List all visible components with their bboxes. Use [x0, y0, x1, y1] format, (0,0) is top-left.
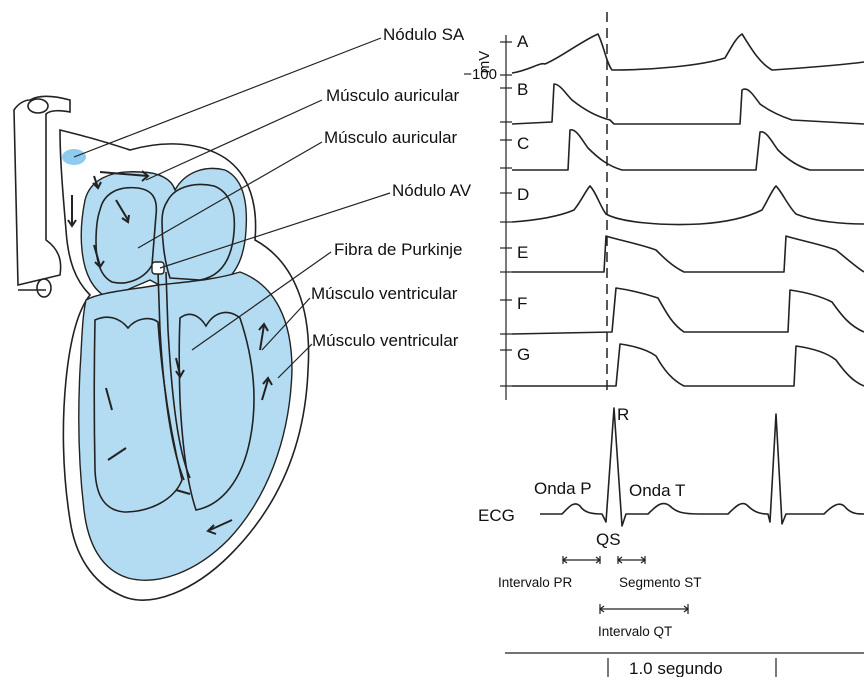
trace-label-g: G	[517, 345, 530, 364]
label-sa-node: Nódulo SA	[383, 25, 465, 44]
vena-cava-opening-right	[37, 279, 51, 297]
trace-label-e: E	[517, 243, 528, 262]
timescale-label: 1.0 segundo	[629, 659, 723, 677]
t-wave-label: Onda T	[629, 481, 685, 500]
time-scale: 1.0 segundo	[505, 653, 864, 677]
trace-e	[512, 236, 864, 272]
ecg-trace	[540, 408, 864, 526]
av-node-marker	[152, 262, 164, 274]
trace-b	[512, 84, 864, 124]
trace-label-c: C	[517, 134, 529, 153]
superior-vena-cava	[14, 96, 70, 285]
trace-g	[512, 344, 864, 386]
trace-axis: mV −100	[463, 35, 512, 400]
structure-labels: Nódulo SA Músculo auricular Músculo auri…	[311, 25, 472, 350]
axis-value-label: −100	[463, 66, 497, 83]
label-atrial-muscle-1: Músculo auricular	[326, 86, 460, 105]
qs-label: QS	[596, 530, 621, 549]
label-ventricular-muscle-1: Músculo ventricular	[311, 284, 458, 303]
trace-f	[512, 288, 864, 334]
heart-illustration	[14, 38, 390, 600]
qt-interval-label: Intervalo QT	[598, 624, 672, 639]
pr-interval-label: Intervalo PR	[498, 575, 573, 590]
vena-cava-opening-top	[28, 99, 48, 113]
trace-c	[512, 130, 864, 170]
action-potential-traces	[512, 34, 864, 386]
ecg-section: ECG Onda P Onda T R QS Intervalo PR Segm…	[478, 405, 864, 639]
label-ventricular-muscle-2: Músculo ventricular	[312, 331, 459, 350]
trace-label-b: B	[517, 80, 528, 99]
trace-label-f: F	[517, 294, 527, 313]
trace-a	[512, 34, 864, 73]
p-wave-label: Onda P	[534, 479, 592, 498]
label-atrial-muscle-2: Músculo auricular	[324, 128, 458, 147]
label-av-node: Nódulo AV	[392, 181, 472, 200]
st-segment-label: Segmento ST	[619, 575, 702, 590]
r-label: R	[617, 405, 629, 424]
trace-label-a: A	[517, 32, 529, 51]
trace-letters: A B C D E F G	[517, 32, 530, 364]
trace-d	[512, 186, 864, 225]
ecg-label: ECG	[478, 506, 515, 525]
trace-label-d: D	[517, 185, 529, 204]
label-purkinje: Fibra de Purkinje	[334, 240, 463, 259]
